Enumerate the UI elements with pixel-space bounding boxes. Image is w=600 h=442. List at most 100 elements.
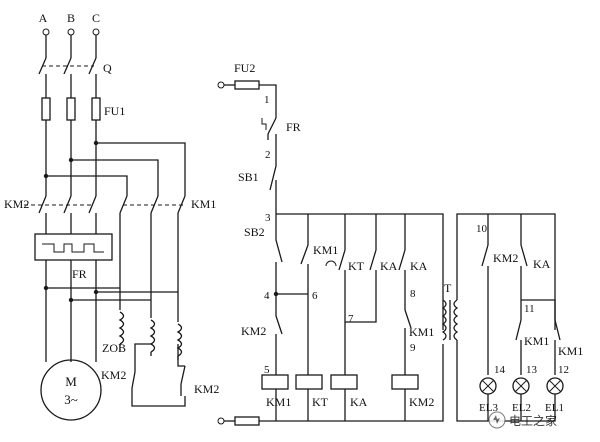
control-bus-top [276, 213, 444, 330]
coil-ka [330, 374, 358, 390]
fuse-b [66, 97, 76, 121]
junction [93, 289, 99, 295]
lamp-km1-contact-a [515, 319, 522, 375]
lamp-el2-cross [514, 379, 528, 393]
coil-ka-label: KA [350, 395, 368, 409]
shorting-contact [180, 365, 186, 385]
transformer-primary [441, 299, 447, 341]
kt-timer-arc [325, 260, 337, 267]
main-switch-label: Q [103, 61, 112, 75]
lamp-return-wires [487, 394, 522, 421]
control-bus-bottom [259, 344, 444, 422]
junction [68, 157, 74, 163]
km1-hold-contact [300, 244, 309, 294]
motor-label: M [65, 374, 77, 389]
control-fuse-out [259, 84, 277, 118]
transformer-label: T [444, 281, 452, 295]
main-fuse-label: FU1 [104, 104, 125, 118]
node-14: 14 [494, 364, 506, 376]
aux-km1-lamp-label-b: KM1 [558, 344, 583, 358]
km1-output-wires [119, 213, 179, 322]
reactor-bypass-contact [131, 371, 136, 389]
reactor-bypass-wires [131, 343, 186, 407]
junction [43, 285, 49, 291]
coil-kt-label: KT [312, 395, 329, 409]
control-fuse [234, 80, 260, 90]
lamp-km1-contact-b [554, 319, 561, 375]
lamp-el1-cross [548, 379, 562, 393]
aux-ka-label-2: KA [410, 259, 428, 273]
overload-thermal-mark [261, 118, 267, 130]
shorting-wire [177, 344, 185, 367]
transformer-secondary [453, 299, 459, 341]
km2-to-fr-wires [45, 213, 97, 234]
phase-a-terminal [42, 28, 50, 36]
aux-km1-interlock-label: KM1 [409, 325, 434, 339]
node-4: 4 [264, 290, 270, 302]
control-circuit: FU2 1 FR 2 SB1 3 SB2 KM1 4 6 KT KA 7 [217, 61, 583, 426]
km2-label: KM2 [4, 197, 29, 211]
node-4-tie [275, 284, 308, 295]
node-10: 10 [476, 223, 488, 235]
control-bottom-fuse [234, 416, 260, 426]
supply-wires [45, 35, 97, 58]
km1-label: KM1 [191, 197, 216, 211]
motor-symbol [40, 359, 102, 421]
lamp-km2-contact [481, 244, 489, 375]
reactor-coil-b [149, 319, 156, 353]
lamp-el3-cross [481, 379, 495, 393]
reactor-coil-c [176, 323, 183, 357]
aux-km2-lamp-label: KM2 [493, 251, 518, 265]
stop-button-contact [269, 152, 277, 214]
phase-b-label: B [67, 11, 75, 25]
kt-timed-contact [338, 249, 346, 375]
node-11: 11 [524, 303, 535, 315]
coil-return-wires [275, 389, 406, 421]
node-7: 7 [348, 313, 354, 325]
lamp-branches-top [487, 214, 522, 245]
coil-km1-label: KM1 [266, 395, 291, 409]
coil-km1 [261, 374, 289, 390]
thermal-relay-box [34, 233, 113, 261]
node-13: 13 [526, 364, 538, 376]
lamp-el2-label: EL2 [512, 402, 531, 414]
km1-branch-feed [46, 142, 186, 196]
aux-ka-lamp-label: KA [533, 257, 551, 271]
junction [68, 297, 74, 303]
fuse-c [91, 97, 101, 121]
aux-kt-label: KT [348, 259, 365, 273]
lamp-el3-label: EL3 [479, 402, 498, 414]
junction [43, 173, 49, 179]
power-circuit: A B C Q FU1 KM2 KM1 [4, 11, 219, 421]
motor-rating: 3~ [64, 392, 78, 407]
node-1: 1 [264, 94, 270, 106]
node-12: 12 [558, 364, 569, 376]
km2-nc-contact [275, 294, 283, 375]
reactor-contact-label: KM2 [101, 368, 126, 382]
overload-contact-label: FR [286, 120, 301, 134]
aux-km2-label: KM2 [241, 324, 266, 338]
km1-interlock-contact [404, 309, 412, 375]
phase-c-label: C [92, 11, 100, 25]
aux-km1-lamp-label-a: KM1 [524, 334, 549, 348]
reactor-label: ZOB [102, 341, 126, 355]
shorting-contact-label: KM2 [194, 382, 219, 396]
node-5: 5 [264, 364, 270, 376]
ka-contact-1 [345, 249, 377, 323]
reactor-output-stubs [119, 344, 179, 360]
lamp-el1-label: EL1 [545, 402, 564, 414]
switch-to-fuse-wires [45, 74, 97, 98]
coil-km2-label: KM2 [409, 395, 434, 409]
lamp-el2 [512, 377, 530, 395]
coil-kt [295, 374, 323, 390]
watermark-bolt-icon [493, 415, 500, 424]
aux-ka-label-1: KA [380, 259, 398, 273]
coil-km2 [391, 374, 419, 390]
control-branches-top [307, 214, 406, 250]
aux-km1-label: KM1 [313, 243, 338, 257]
node-8: 8 [410, 288, 416, 300]
ka-contact-2 [398, 249, 406, 310]
phase-c-terminal [92, 28, 100, 36]
start-button-label: SB2 [244, 225, 265, 239]
